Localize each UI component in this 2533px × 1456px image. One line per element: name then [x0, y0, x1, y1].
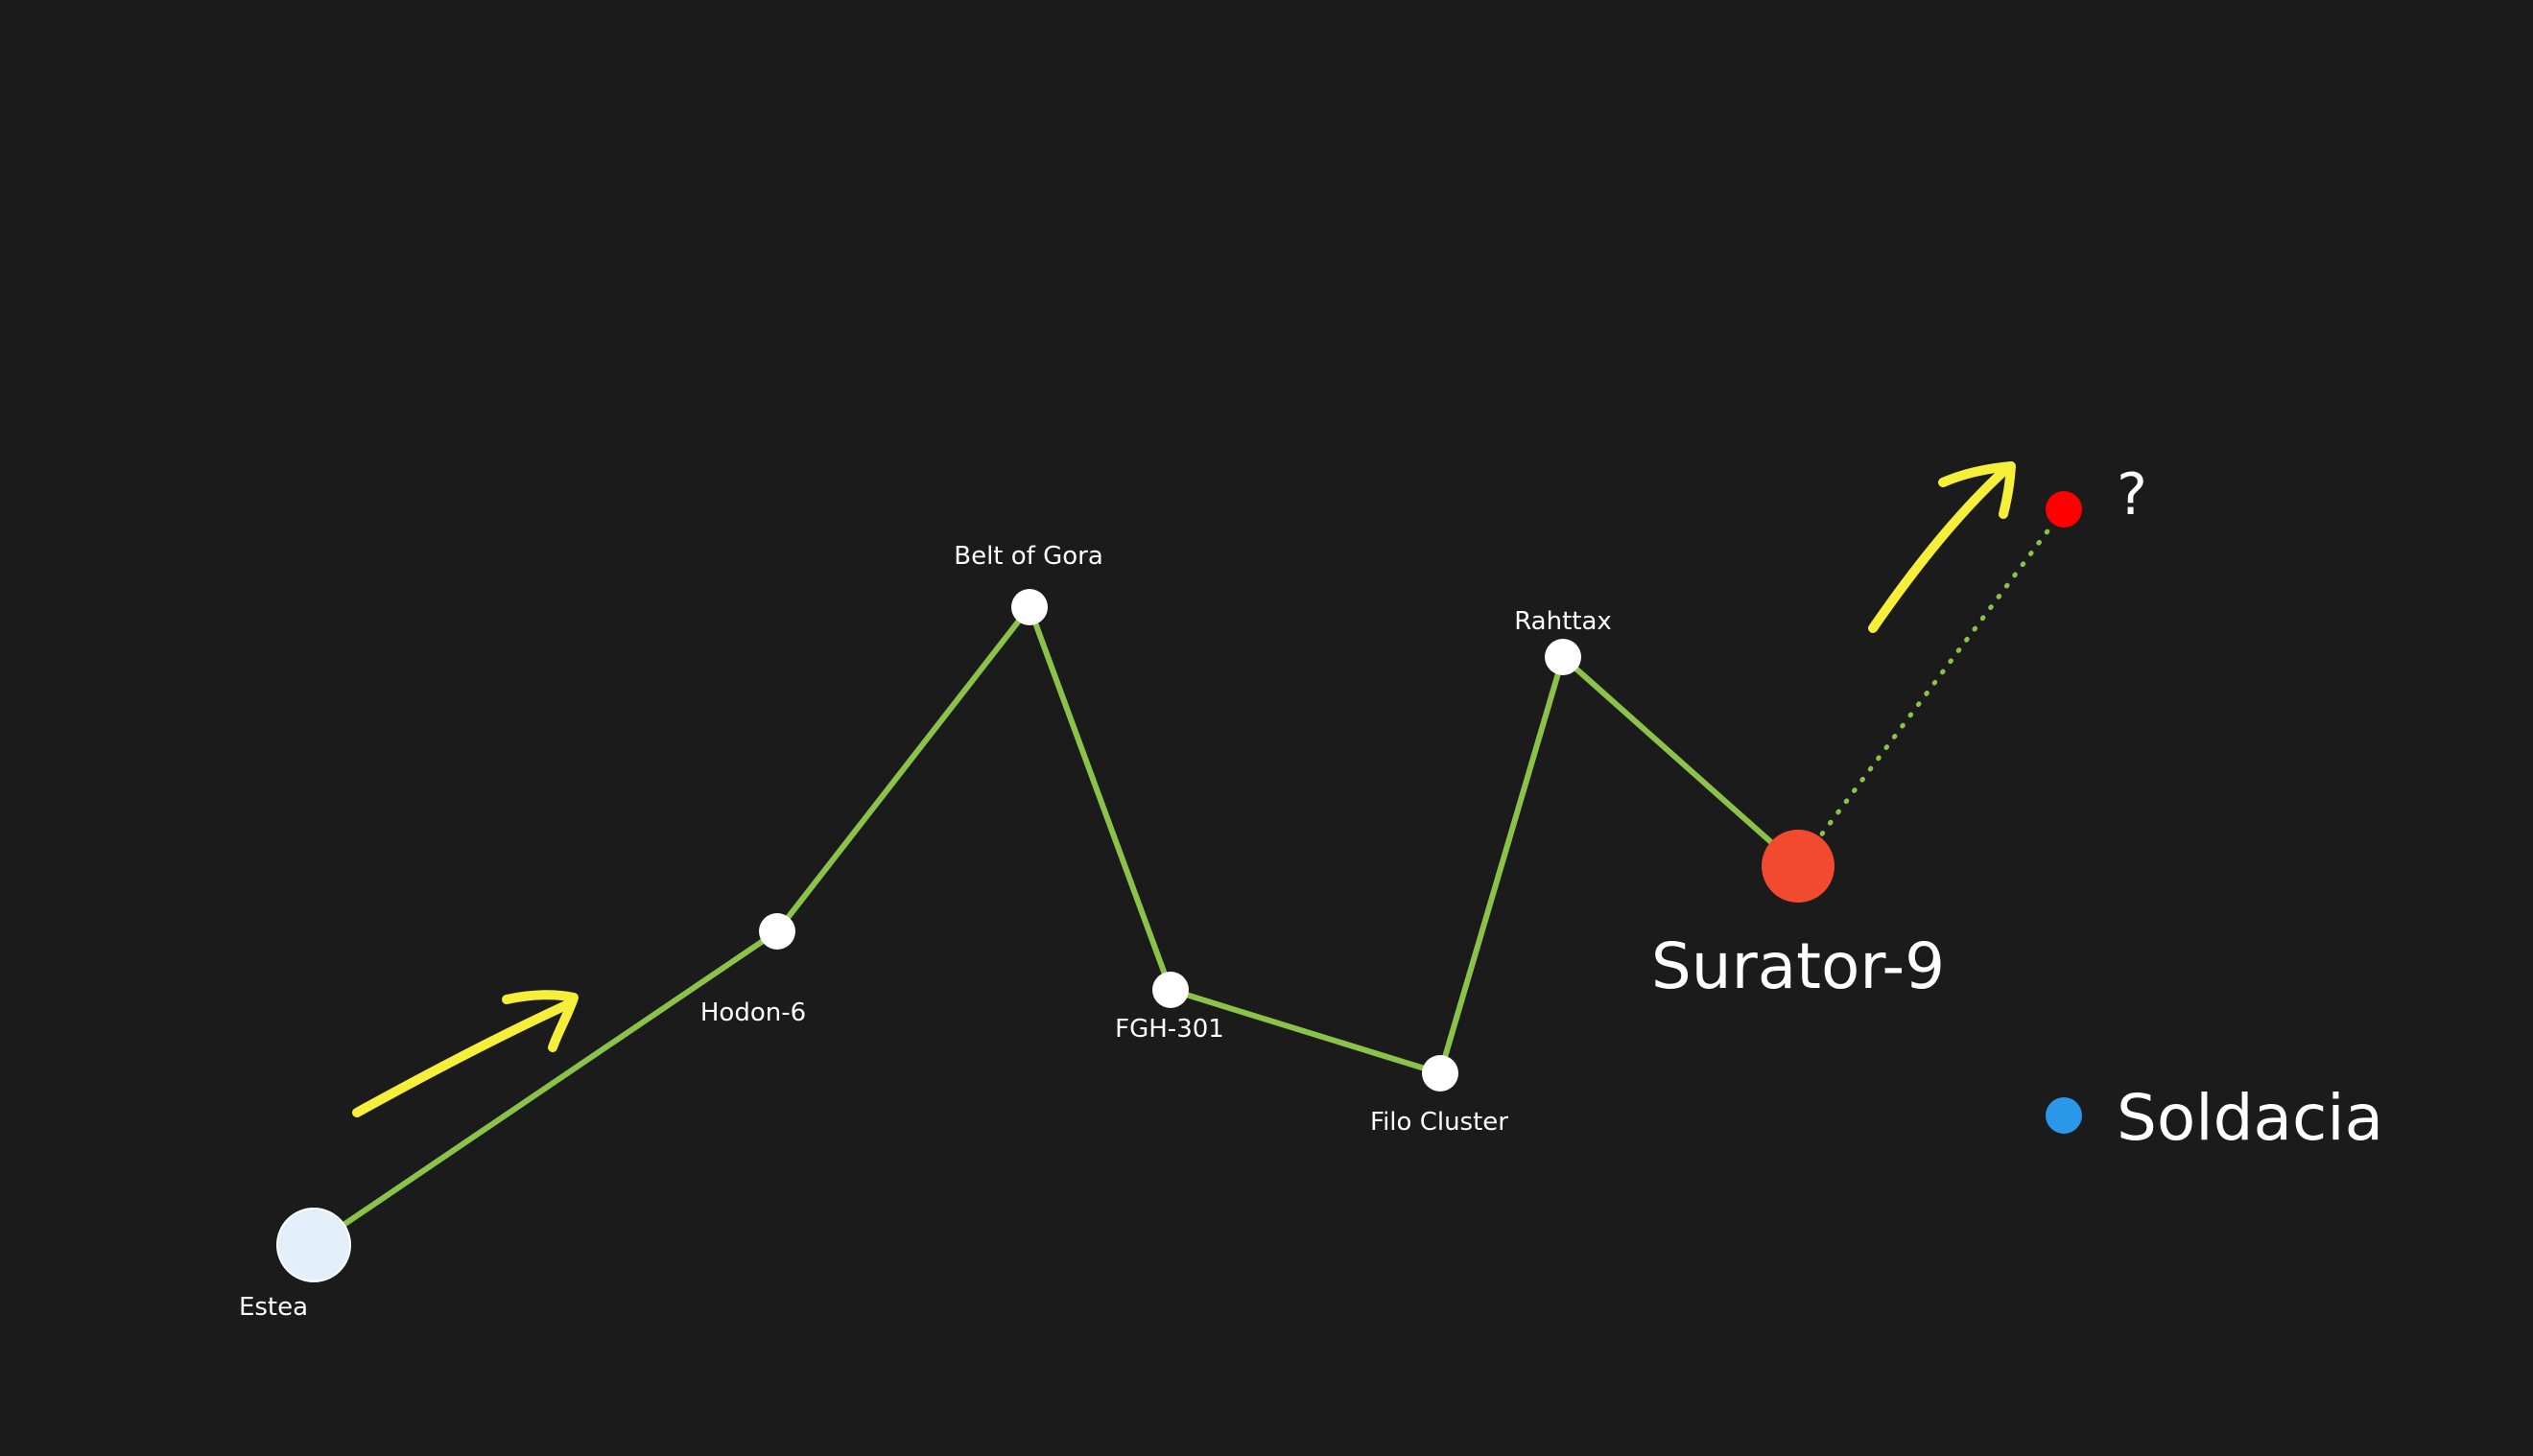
unknown-node — [2046, 491, 2082, 528]
node-belt-of-gora — [1011, 589, 1048, 625]
route-segment — [1437, 654, 1566, 1076]
label-unknown: ? — [2117, 461, 2147, 528]
destination-node-surator-9 — [1762, 830, 1835, 903]
direction-arrow-icon — [1868, 461, 2016, 633]
node-hodon-6 — [759, 913, 795, 950]
route-solid — [311, 604, 1801, 1248]
label-surator-9: Surator-9 — [1651, 929, 1945, 1003]
label-hodon-6: Hodon-6 — [700, 998, 806, 1027]
route-segment — [774, 604, 1032, 934]
node-fgh-301 — [1152, 972, 1189, 1008]
legend: Soldacia — [2046, 1081, 2383, 1155]
route-dotted — [1795, 506, 2067, 869]
label-fgh-301: FGH-301 — [1115, 1015, 1224, 1044]
label-filo-cluster: Filo Cluster — [1370, 1108, 1508, 1137]
legend-dot — [2046, 1097, 2082, 1134]
label-rahttax: Rahttax — [1514, 607, 1612, 636]
label-belt-of-gora: Belt of Gora — [954, 542, 1103, 571]
node-rahttax — [1545, 639, 1581, 675]
direction-arrow-icon — [352, 990, 579, 1117]
route-segment — [1560, 654, 1801, 869]
route-segment — [311, 928, 780, 1248]
origin-node-estea — [276, 1208, 351, 1282]
label-estea: Estea — [239, 1293, 308, 1322]
route-segment — [1168, 987, 1443, 1076]
route-segment — [1027, 604, 1173, 993]
route-segment-dotted — [1795, 506, 2067, 869]
legend-label: Soldacia — [2117, 1081, 2383, 1155]
node-filo-cluster — [1422, 1055, 1458, 1092]
